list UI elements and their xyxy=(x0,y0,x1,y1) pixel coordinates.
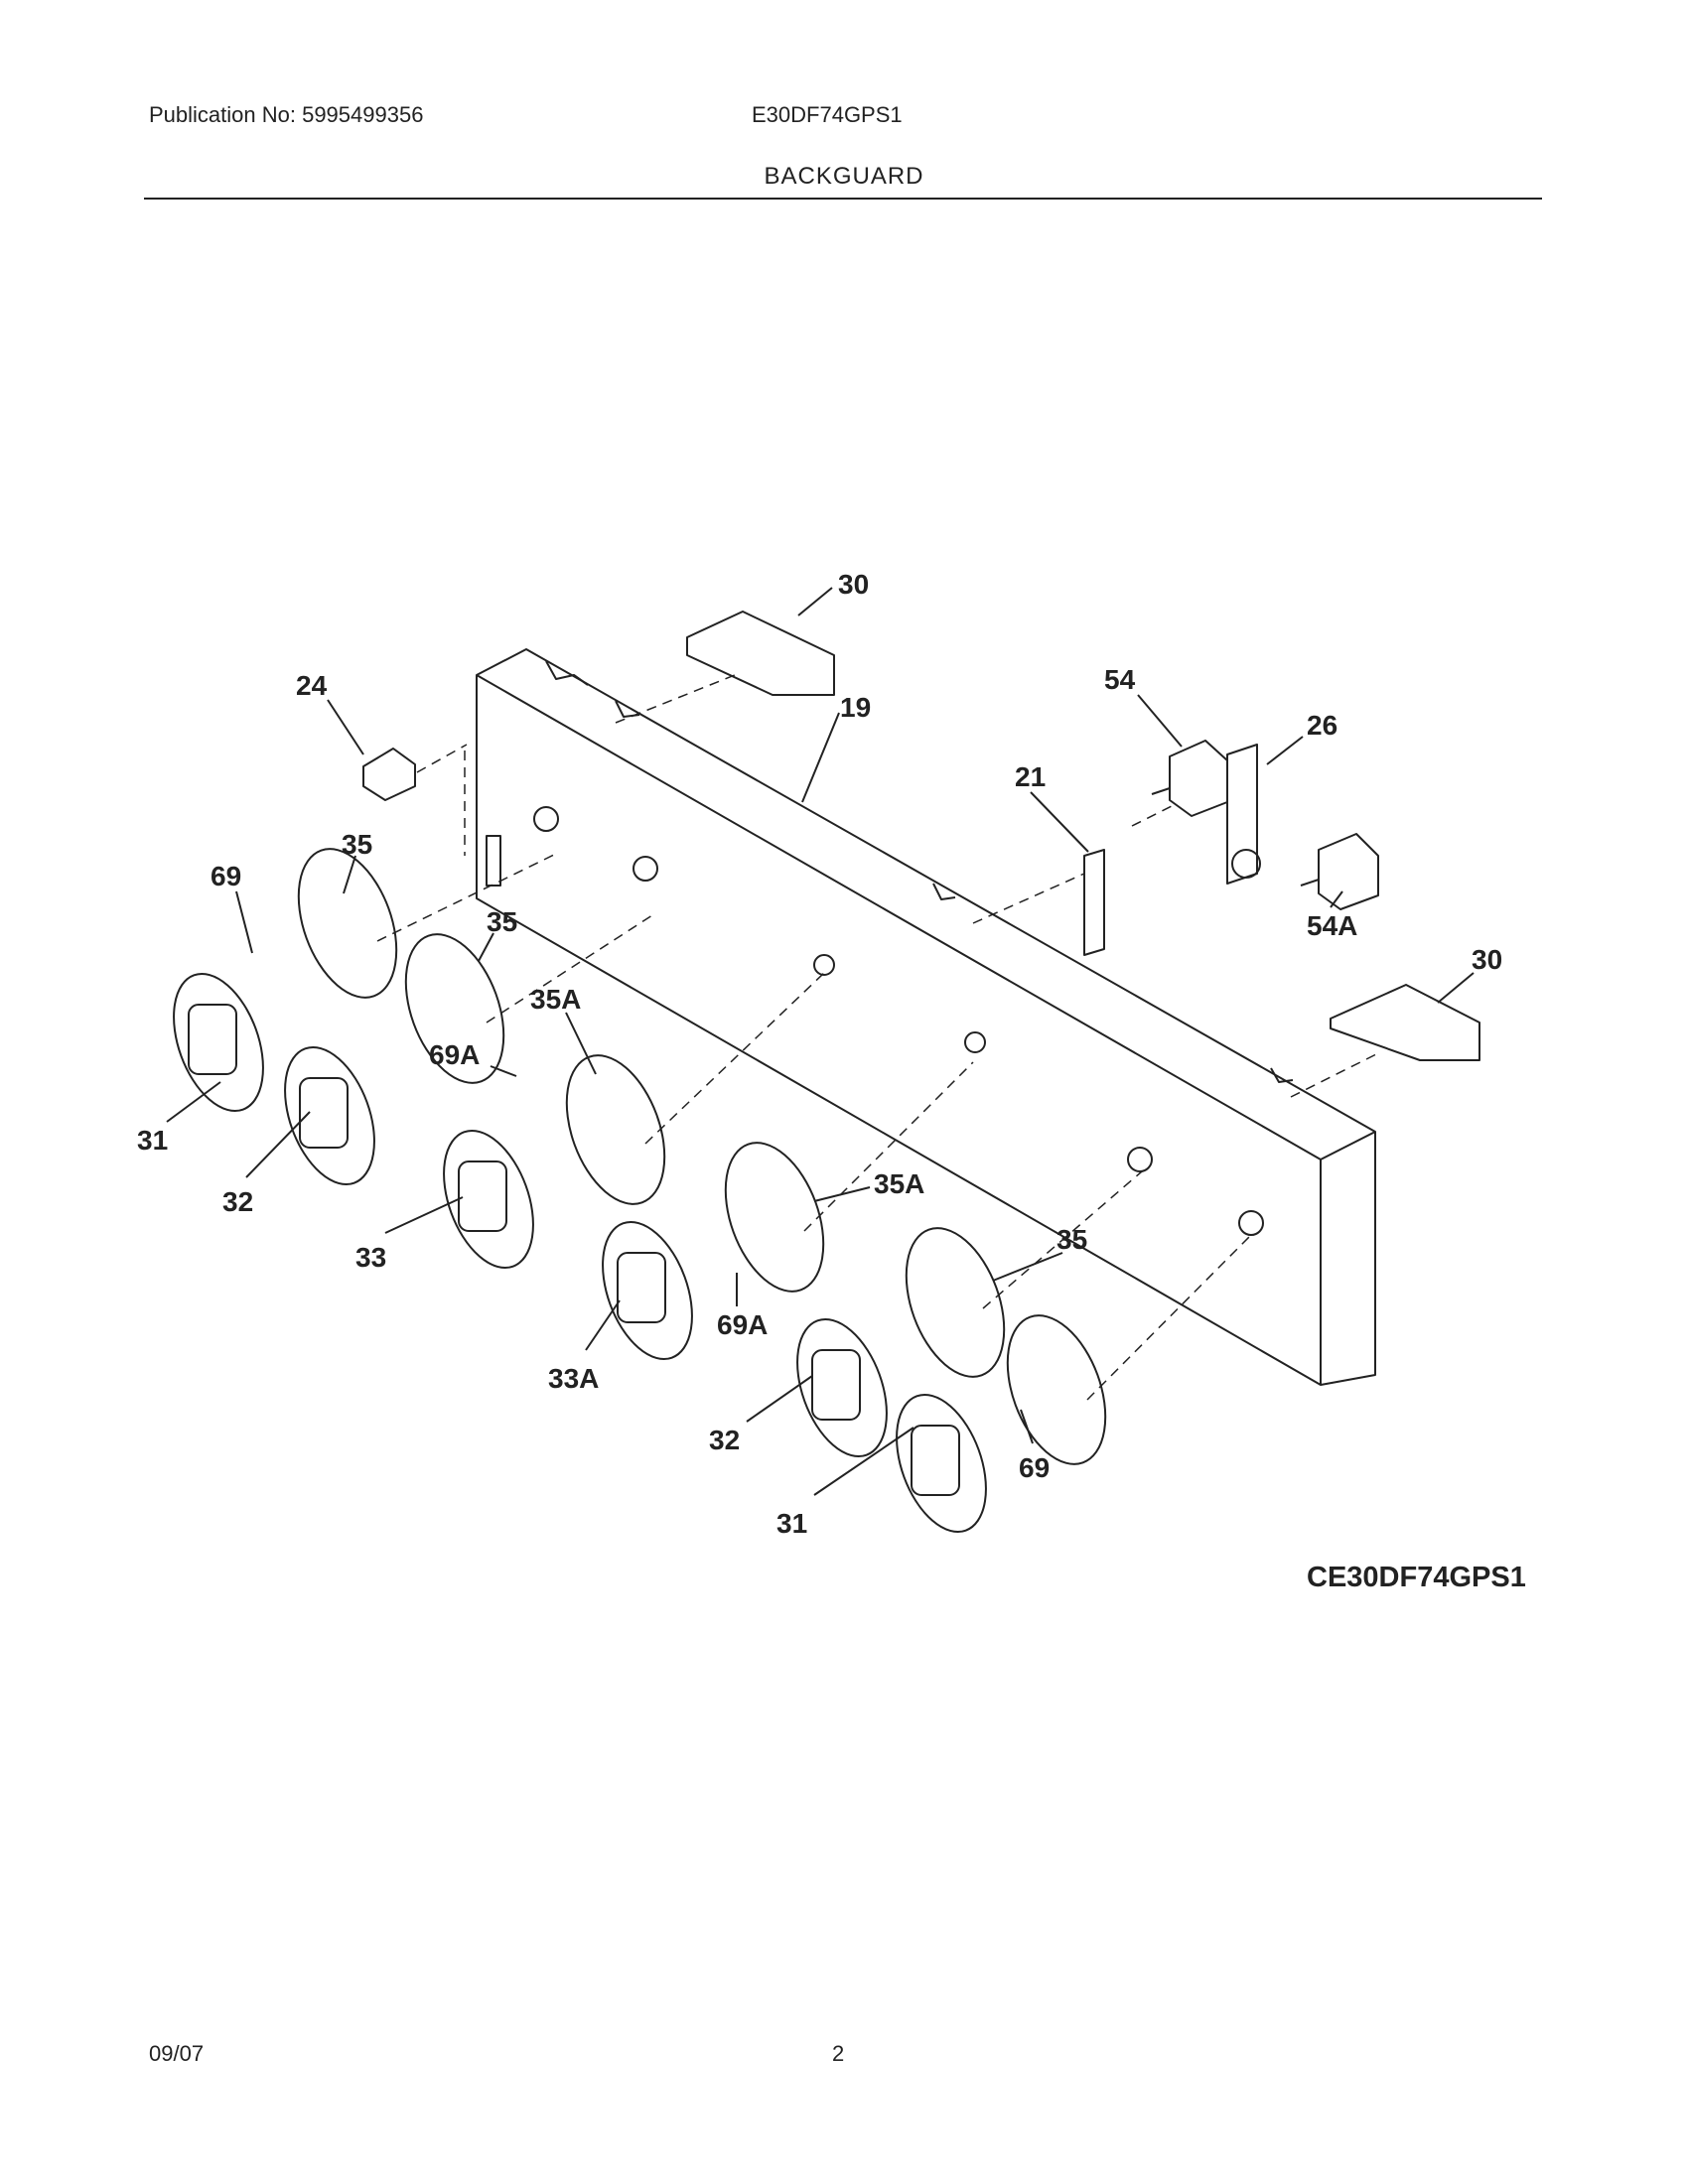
callout-54: 54 xyxy=(1104,664,1136,695)
publication-number: Publication No: 5995499356 xyxy=(149,102,424,127)
callout-33A: 33A xyxy=(548,1363,599,1394)
callout-35-c: 35 xyxy=(1056,1224,1087,1255)
model-number: E30DF74GPS1 xyxy=(752,102,903,127)
rocker-switch xyxy=(362,748,416,801)
infinite-switch-54 xyxy=(1151,740,1228,817)
callout-21: 21 xyxy=(1015,761,1046,792)
control-board xyxy=(1226,744,1261,885)
terminal-block xyxy=(1083,849,1105,956)
callout-26: 26 xyxy=(1307,710,1337,741)
callout-35-b: 35 xyxy=(487,906,517,937)
callout-30-right: 30 xyxy=(1472,944,1502,975)
callout-69-b: 69 xyxy=(1019,1452,1050,1483)
callout-35-a: 35 xyxy=(342,829,372,860)
end-cap-right xyxy=(1330,984,1480,1061)
callout-31-a: 31 xyxy=(137,1125,168,1156)
page-number: 2 xyxy=(832,2041,845,2066)
callout-31-b: 31 xyxy=(776,1508,807,1539)
callout-69-a: 69 xyxy=(211,861,241,891)
callout-19: 19 xyxy=(840,692,871,723)
callout-32-a: 32 xyxy=(222,1186,253,1217)
drawing-code: CE30DF74GPS1 xyxy=(1307,1562,1526,1593)
callout-32-b: 32 xyxy=(709,1425,740,1455)
infinite-switch-54A xyxy=(1300,833,1379,910)
backguard-panel xyxy=(476,648,1376,1386)
callout-69A-b: 69A xyxy=(717,1309,768,1340)
leader-lines xyxy=(166,587,1475,1496)
callout-35A-a: 35A xyxy=(530,984,581,1015)
section-title: BACKGUARD xyxy=(764,163,924,190)
callout-54A: 54A xyxy=(1307,910,1357,941)
assembly-lines xyxy=(376,674,1381,1401)
callout-35A-b: 35A xyxy=(874,1168,924,1199)
callout-33: 33 xyxy=(355,1242,386,1273)
callout-labels: 30 24 19 54 26 21 35 69 35 35A 54A 30 69… xyxy=(137,569,1502,1539)
control-knobs xyxy=(173,972,987,1534)
end-cap-top xyxy=(686,611,835,696)
revision-date: 09/07 xyxy=(149,2041,205,2066)
callout-30-top: 30 xyxy=(838,569,869,600)
knob-bezels xyxy=(297,848,1107,1465)
callout-24: 24 xyxy=(296,670,328,701)
header-rule xyxy=(144,198,1542,200)
callout-69A-a: 69A xyxy=(429,1039,480,1070)
